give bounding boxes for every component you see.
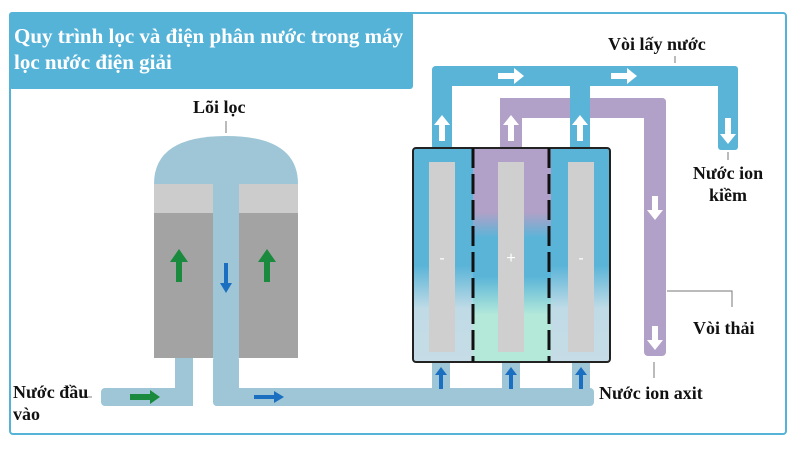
label-acid-water: Nước ion axit xyxy=(599,383,703,403)
arrow-down-icon xyxy=(220,263,232,293)
electrode-cathode-left xyxy=(429,162,455,352)
label-waste-tap: Vòi thải xyxy=(693,318,755,338)
arrow-down-icon xyxy=(720,118,736,144)
white-arrows xyxy=(434,68,736,350)
arrow-up-icon xyxy=(258,249,276,282)
electrode-anode xyxy=(498,162,524,352)
label-water-tap: Vòi lấy nước xyxy=(608,34,706,54)
electrode-sign: - xyxy=(439,250,444,267)
arrow-right-icon xyxy=(611,68,637,84)
arrow-up-icon xyxy=(170,249,188,282)
green-arrows xyxy=(130,249,276,404)
alkaline-water-pipe xyxy=(432,66,738,150)
electrode-cathode-right xyxy=(568,162,594,352)
electrode-sign: - xyxy=(578,250,583,267)
filter-core xyxy=(154,136,298,358)
arrow-right-icon xyxy=(254,391,284,403)
label-input-water: Nước đầu vào xyxy=(13,382,89,424)
arrow-up-icon xyxy=(505,367,517,389)
label-alkaline-water: Nước ion kiềm xyxy=(692,163,764,205)
filtered-water-pipe xyxy=(213,356,594,406)
arrow-up-icon xyxy=(503,115,519,141)
leader-lines xyxy=(80,56,733,398)
blue-arrows xyxy=(220,263,587,403)
diagram-title: Quy trình lọc và điện phân nước trong má… xyxy=(14,24,404,74)
arrow-down-icon xyxy=(647,326,663,350)
electrode-sign: + xyxy=(506,250,515,267)
arrow-right-icon xyxy=(498,68,524,84)
arrow-up-icon xyxy=(435,367,447,389)
arrow-down-icon xyxy=(647,196,663,220)
arrow-up-icon xyxy=(572,115,588,141)
arrow-up-icon xyxy=(575,367,587,389)
title-box xyxy=(9,12,413,89)
arrow-right-icon xyxy=(130,390,160,404)
electrolysis-cell: - + - xyxy=(412,147,611,363)
arrow-up-icon xyxy=(434,115,450,141)
label-filter-core: Lõi lọc xyxy=(193,97,246,117)
filter-dome xyxy=(154,136,298,184)
input-pipe xyxy=(101,358,193,406)
